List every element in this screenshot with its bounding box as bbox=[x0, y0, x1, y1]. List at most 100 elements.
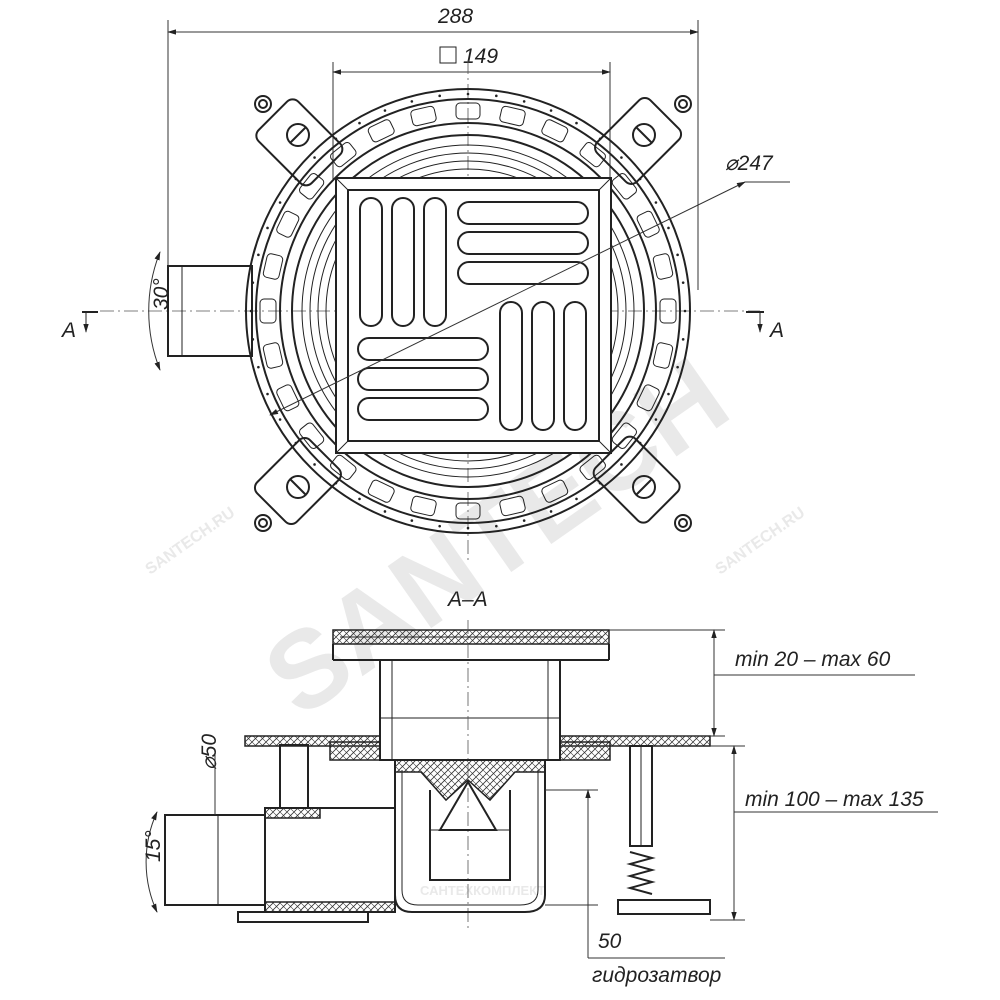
flange-slot bbox=[579, 454, 606, 480]
grate-slot bbox=[563, 301, 587, 431]
flange-tick bbox=[438, 524, 441, 528]
flange-tick bbox=[522, 100, 526, 103]
grate-slot bbox=[499, 301, 523, 431]
flange-tick bbox=[251, 281, 255, 284]
flange-tick bbox=[598, 137, 602, 141]
flange-tick bbox=[383, 510, 387, 513]
flange-slot bbox=[499, 105, 526, 127]
dimension-50-pipe: ⌀50 bbox=[198, 734, 221, 815]
flange-tick bbox=[294, 177, 298, 181]
flange-tick bbox=[466, 526, 470, 530]
flange-tick bbox=[681, 338, 685, 341]
flange-tick bbox=[358, 497, 361, 501]
dimension-247: ⌀247 bbox=[269, 152, 790, 416]
flange-tick bbox=[638, 441, 642, 445]
water-seal-label: гидрозатвор bbox=[592, 964, 721, 987]
dim-50-pipe-label: ⌀50 bbox=[198, 734, 221, 770]
flange-tick bbox=[620, 463, 623, 466]
grate-slot bbox=[423, 197, 447, 327]
flange-tick bbox=[549, 510, 553, 513]
flange-tick bbox=[334, 481, 338, 485]
flange-tick bbox=[667, 226, 670, 230]
flange-slot bbox=[299, 173, 325, 200]
flange-slot bbox=[330, 142, 357, 168]
flange-slot bbox=[367, 119, 395, 143]
dim-288-label: 288 bbox=[437, 5, 473, 28]
flange-slot bbox=[262, 253, 284, 280]
flange-slot bbox=[330, 454, 357, 480]
watermark-small-left: SANTECH.RU bbox=[143, 504, 239, 578]
flange-tick bbox=[495, 524, 498, 528]
section-body bbox=[380, 759, 560, 913]
flange-tick bbox=[575, 121, 578, 125]
flange-slot bbox=[262, 342, 284, 369]
flange-tick bbox=[278, 418, 282, 421]
flange-tick bbox=[266, 392, 269, 396]
flange-tick bbox=[257, 365, 260, 369]
flange-slot bbox=[541, 479, 569, 503]
section-mark-right: A bbox=[746, 311, 784, 342]
flange-slot bbox=[611, 422, 637, 449]
flange-tick bbox=[334, 137, 338, 141]
flange-tick bbox=[549, 109, 553, 112]
section-title: A–A bbox=[446, 588, 488, 611]
section-flange bbox=[244, 735, 711, 761]
grate-slot bbox=[359, 197, 383, 327]
angle-30: 30° bbox=[148, 251, 173, 371]
watermark-small-right: SANTECH.RU bbox=[713, 504, 809, 578]
flange-slot bbox=[299, 422, 325, 449]
grate-slot bbox=[457, 231, 589, 255]
flange-slot bbox=[652, 253, 674, 280]
square-symbol-icon bbox=[439, 46, 457, 64]
flange-tick bbox=[438, 94, 441, 98]
angle-15-label: 15° bbox=[142, 830, 165, 862]
dim-water-seal-label: 50 bbox=[598, 930, 622, 953]
dim-247-label: ⌀247 bbox=[725, 152, 774, 175]
grate-slot bbox=[457, 261, 589, 285]
flange-tick bbox=[683, 309, 687, 313]
section-foot bbox=[617, 745, 711, 915]
angle-30-label: 30° bbox=[150, 278, 173, 310]
flange-tick bbox=[620, 156, 623, 159]
flange-tick bbox=[676, 253, 679, 257]
dim-20-60-label: min 20 – max 60 bbox=[735, 648, 891, 671]
flange-tick bbox=[667, 392, 670, 396]
grate-slot bbox=[391, 197, 415, 327]
flange-tick bbox=[654, 418, 658, 421]
dim-100-135-label: min 100 – max 135 bbox=[745, 788, 924, 811]
flange-tick bbox=[358, 121, 361, 125]
grate-slot bbox=[357, 337, 489, 361]
flange-slot bbox=[579, 142, 606, 168]
flange-tick bbox=[266, 226, 269, 230]
section-mark-right-label: A bbox=[768, 319, 784, 342]
grate-slot bbox=[457, 201, 589, 225]
section-outlet bbox=[164, 744, 396, 923]
flange-tick bbox=[313, 156, 316, 159]
flange-tick bbox=[383, 109, 387, 112]
flange-tick bbox=[598, 481, 602, 485]
flange-tick bbox=[676, 365, 679, 369]
grate-slot bbox=[531, 301, 555, 431]
plan-view: 288 149 bbox=[60, 5, 790, 560]
flange-slot bbox=[541, 119, 569, 143]
mounting-brackets bbox=[253, 95, 692, 532]
flange-tick bbox=[249, 309, 253, 313]
flange-slot bbox=[455, 502, 481, 520]
dim-149-label: 149 bbox=[463, 45, 498, 68]
section-mark-left-label: A bbox=[60, 319, 76, 342]
section-mark-left: A bbox=[60, 311, 98, 342]
flange-tick bbox=[410, 519, 414, 522]
flange-tick bbox=[278, 201, 282, 204]
grate-slot bbox=[357, 367, 489, 391]
flange-tick bbox=[575, 497, 578, 501]
flange-tick bbox=[522, 519, 526, 522]
flange-slot bbox=[410, 105, 437, 127]
flange-slot bbox=[611, 173, 637, 200]
flange-tick bbox=[466, 92, 470, 96]
flange-slot bbox=[410, 495, 437, 517]
flange-slot bbox=[499, 495, 526, 517]
flange-slot bbox=[455, 102, 481, 120]
grate-slot bbox=[357, 397, 489, 421]
dimension-100-135: min 100 – max 135 bbox=[710, 745, 938, 921]
section-view: A–A bbox=[142, 588, 938, 987]
